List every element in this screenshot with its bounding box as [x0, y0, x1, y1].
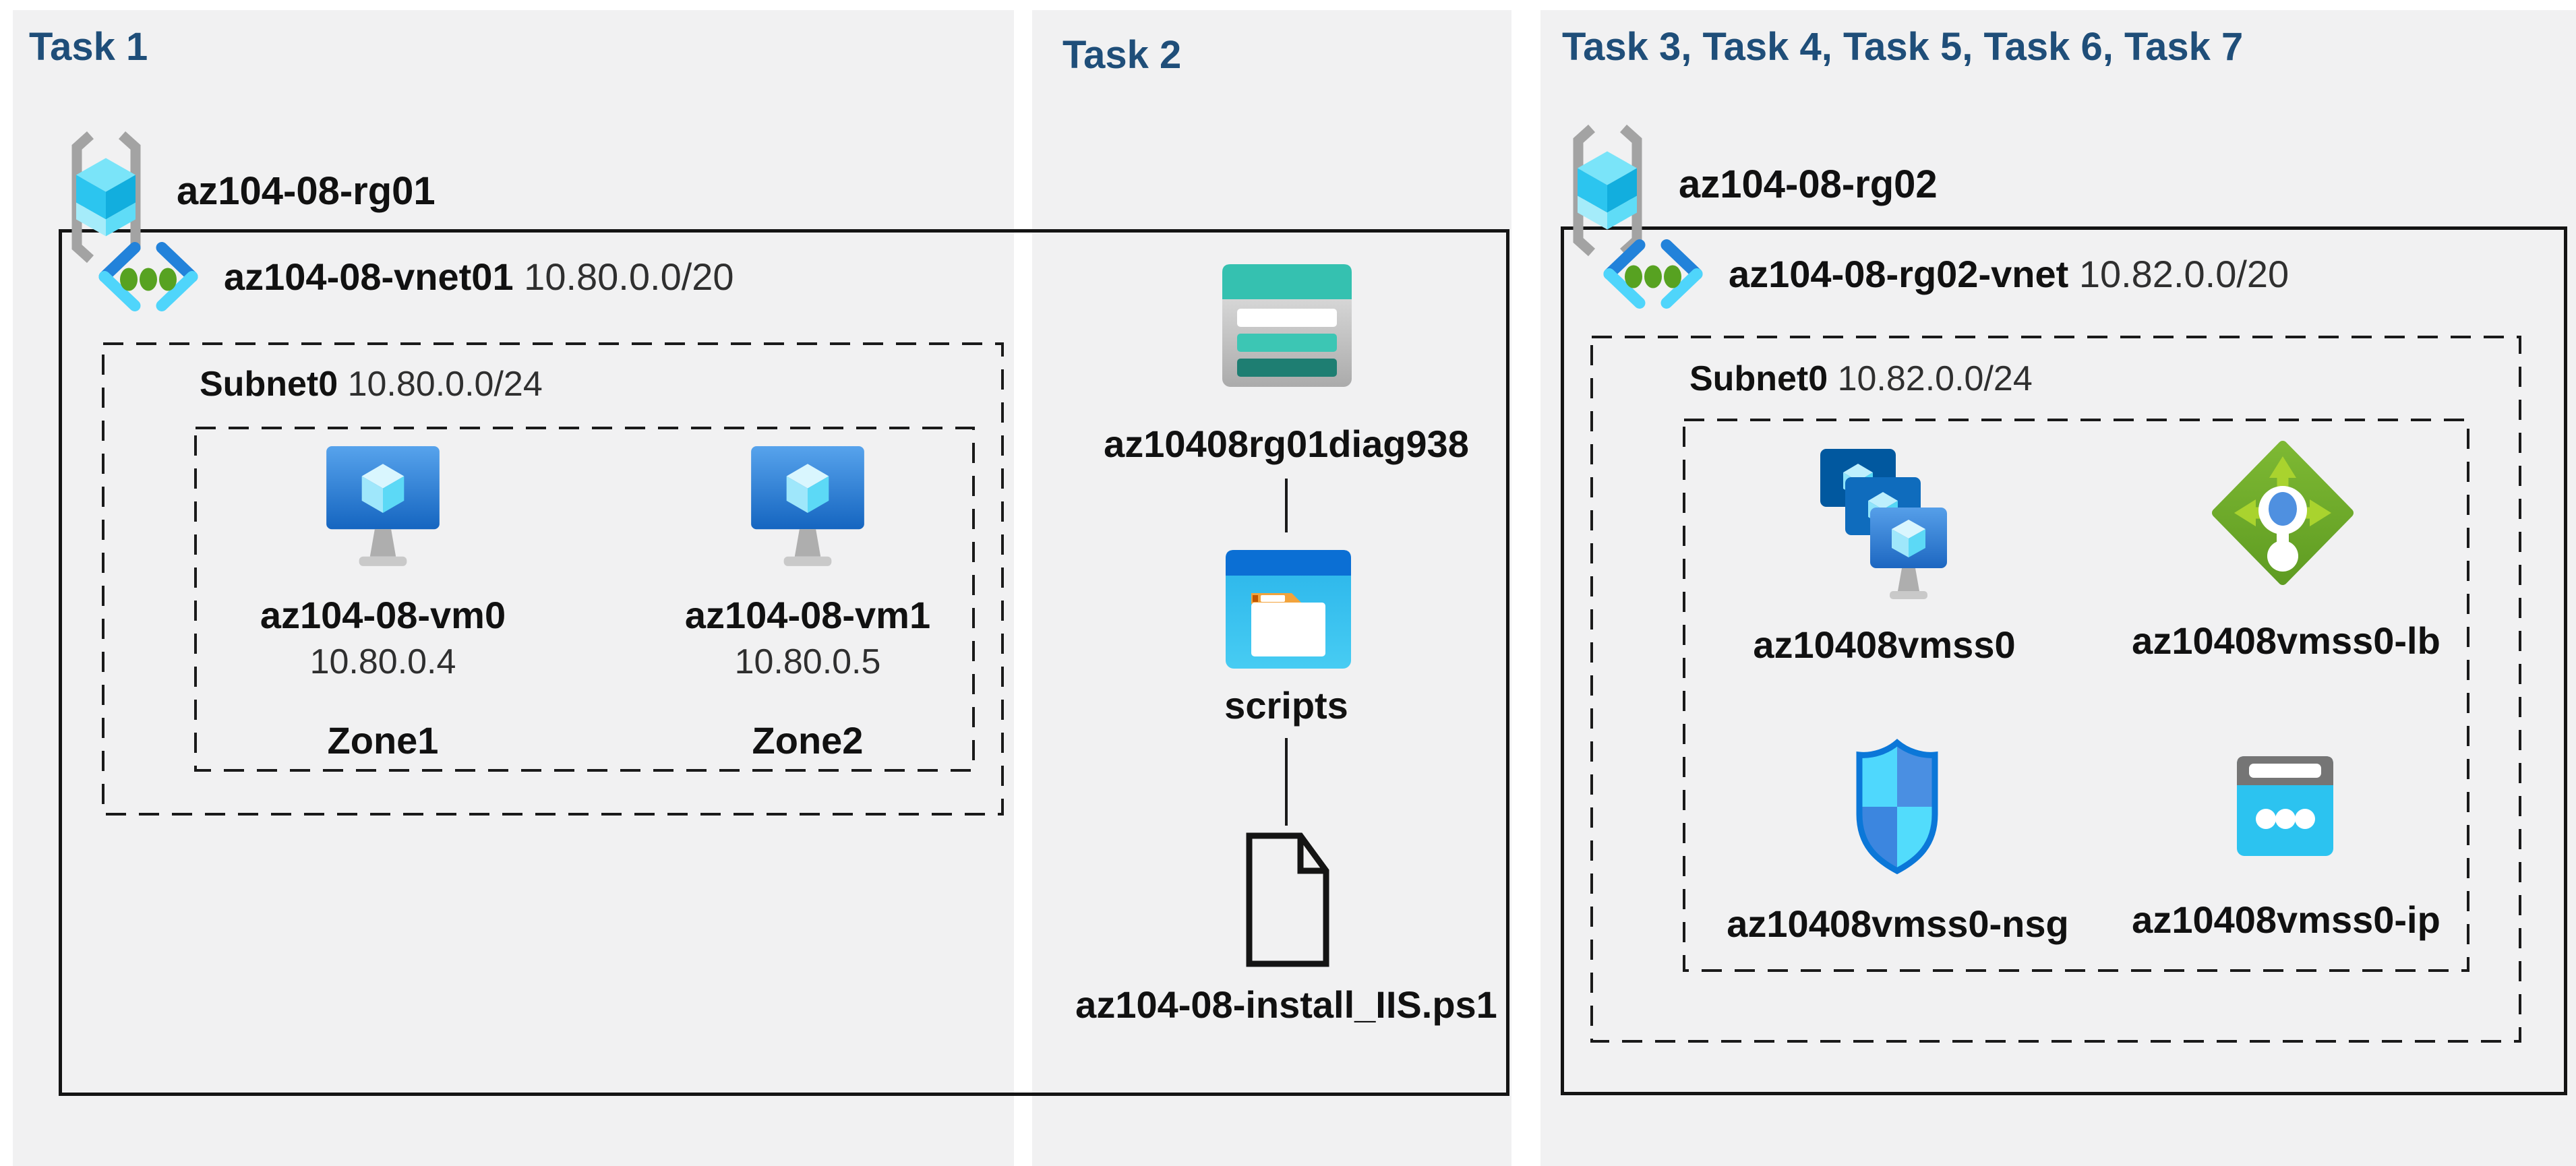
vm0-name: az104-08-vm0 [260, 594, 506, 636]
task1-title: Task 1 [29, 25, 148, 69]
virtual-machine-icon [751, 446, 864, 566]
vm0-zone: Zone1 [327, 719, 439, 762]
virtual-network-icon [98, 242, 198, 311]
public-ip-icon [2237, 756, 2333, 856]
vnet-cidr: 10.80.0.0/20 [524, 255, 734, 298]
virtual-machine-icon [326, 446, 440, 566]
vm1-zone: Zone2 [752, 719, 864, 762]
subnet-name: Subnet0 [1689, 359, 1828, 398]
vnet-name: az104-08-vnet01 [224, 255, 514, 298]
vm0-ip: 10.80.0.4 [309, 642, 456, 681]
task3-panel [1540, 10, 2576, 1166]
install-script-file-name: az104-08-install_IIS.ps1 [1075, 983, 1497, 1026]
task1-panel [13, 10, 1014, 1166]
task3-title: Task 3, Task 4, Task 5, Task 6, Task 7 [1562, 25, 2244, 69]
vmss-icon [1820, 449, 1947, 599]
subnet0-outer-dashed-box [102, 342, 1004, 816]
subnet-name-row: Subnet0 10.80.0.0/24 [200, 364, 543, 404]
vnet-name-row: az104-08-vnet01 10.80.0.0/20 [224, 255, 734, 299]
load-balancer-name: az10408vmss0-lb [2132, 619, 2440, 662]
nsg-icon [1856, 739, 1938, 875]
resource-group-icon [1573, 124, 1642, 257]
subnet-cidr: 10.82.0.0/24 [1837, 359, 2033, 398]
rg02-vnet-boundary-box [1561, 226, 2567, 1095]
vnet-name-row: az104-08-rg02-vnet 10.82.0.0/20 [1729, 252, 2289, 296]
storage-to-scripts-connector [1285, 479, 1288, 532]
storage-account-name: az10408rg01diag938 [1104, 423, 1469, 465]
virtual-network-icon [1603, 239, 1703, 309]
vmss-group-dashed-box [1683, 419, 2469, 972]
vnet-cidr: 10.82.0.0/20 [2078, 253, 2289, 295]
subnet-name-row: Subnet0 10.82.0.0/24 [1689, 359, 2033, 399]
subnet-name: Subnet0 [200, 365, 338, 404]
subnet0-rg02-outer-dashed-box [1590, 336, 2521, 1043]
folder-icon [1226, 550, 1351, 669]
public-ip-name: az10408vmss0-ip [2132, 898, 2440, 941]
vmss-name: az10408vmss0 [1753, 623, 2016, 666]
resource-group-name: az104-08-rg02 [1679, 162, 1938, 206]
subnet-cidr: 10.80.0.0/24 [347, 365, 543, 404]
vnet-name: az104-08-rg02-vnet [1729, 253, 2069, 295]
scripts-to-file-connector [1285, 738, 1288, 826]
nsg-name: az10408vmss0-nsg [1727, 902, 2069, 945]
vm1-ip: 10.80.0.5 [734, 642, 881, 681]
task2-title: Task 2 [1062, 33, 1182, 77]
storage-account-icon [1222, 264, 1352, 387]
file-icon [1246, 832, 1329, 967]
vm1-name: az104-08-vm1 [684, 594, 931, 636]
vnet01-boundary-box [59, 229, 1509, 1096]
load-balancer-icon [2212, 441, 2354, 585]
resource-group-name: az104-08-rg01 [177, 169, 436, 213]
scripts-container-name: scripts [1224, 684, 1348, 727]
